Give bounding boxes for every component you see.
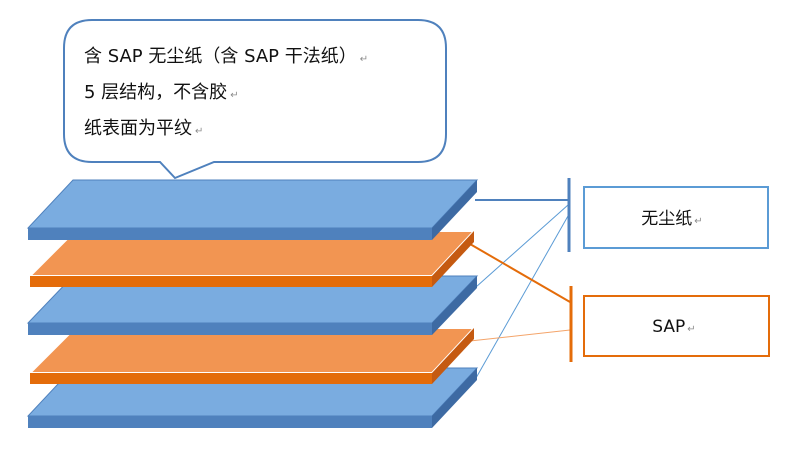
plate-4-sap	[27, 327, 477, 384]
dustfree-box-frame	[583, 186, 769, 249]
plate-1-dustfree	[26, 179, 479, 240]
plate-1-top	[26, 179, 479, 229]
callout-line-1: 含 SAP 无尘纸（含 SAP 干法纸）↵	[84, 46, 368, 67]
sap-label-box: SAP↵	[583, 295, 770, 357]
callout: 含 SAP 无尘纸（含 SAP 干法纸）↵ 5 层结构，不含胶↵ 纸表面为平纹↵	[63, 19, 447, 180]
blue-connector-3	[475, 215, 569, 379]
plate-4-front	[30, 373, 432, 384]
callout-bubble	[63, 19, 447, 180]
plate-2-side	[432, 231, 474, 287]
connectors	[469, 199, 571, 379]
plate-4-side	[432, 328, 474, 384]
sap-label: SAP↵	[652, 317, 695, 337]
plate-2-front	[30, 276, 432, 287]
plate-3-side	[432, 276, 477, 335]
dustfree-label-box: 无尘纸↵	[583, 186, 769, 249]
plate-1-front	[28, 228, 432, 240]
orange-connector-2	[469, 329, 571, 342]
plate-5-front	[28, 416, 432, 428]
callout-line-2: 5 层结构，不含胶↵	[84, 82, 239, 103]
orange-connector-1	[469, 243, 571, 303]
plate-1-side	[432, 180, 477, 240]
blue-connector-2	[475, 204, 569, 288]
sap-box-frame	[583, 295, 770, 357]
plate-5-side	[432, 368, 477, 428]
plate-3-front	[28, 323, 432, 335]
callout-line-3: 纸表面为平纹↵	[84, 118, 203, 139]
dustfree-label: 无尘纸↵	[641, 209, 702, 229]
